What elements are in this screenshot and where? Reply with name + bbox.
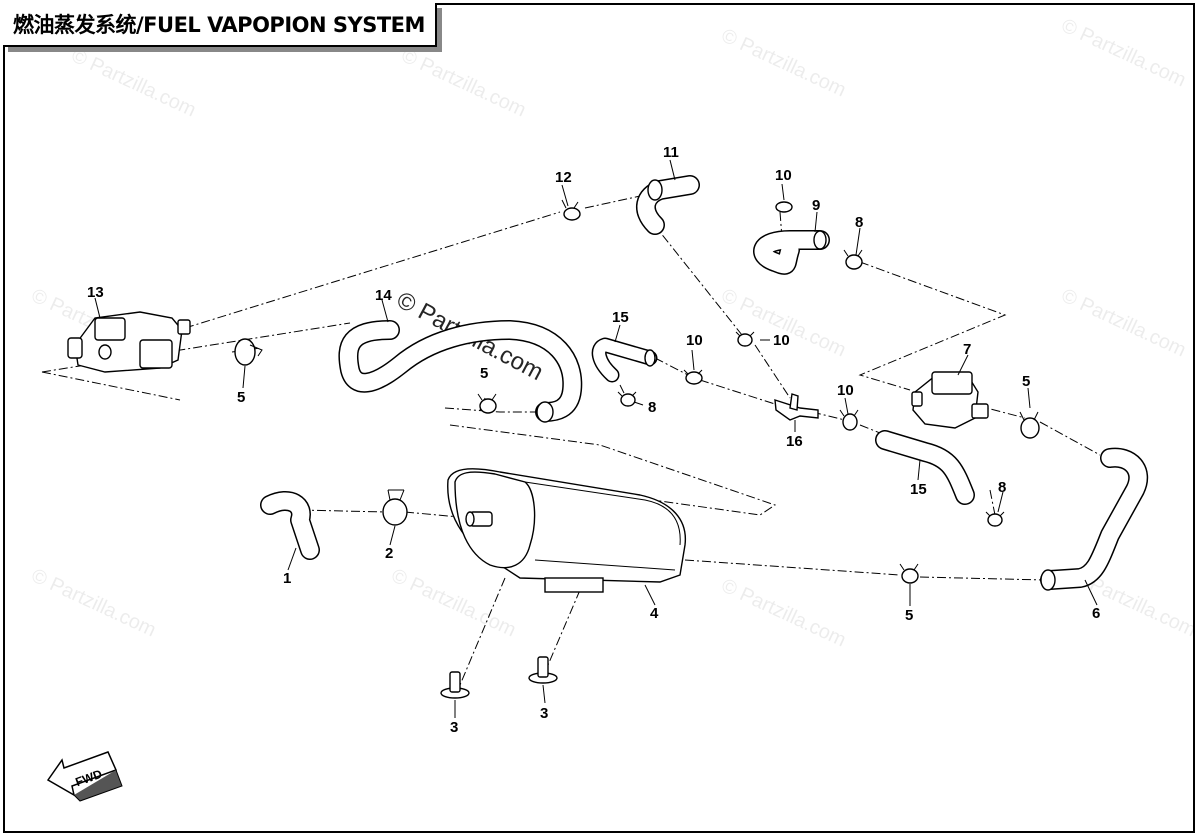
callout-5: 5	[237, 389, 245, 406]
callout-9: 9	[812, 197, 820, 214]
callout-15: 15	[612, 309, 629, 326]
callout-8: 8	[998, 479, 1006, 496]
callout-3: 3	[540, 705, 548, 722]
assembly-lines	[41, 194, 1101, 686]
watermark: © Partzilla.com	[68, 45, 199, 122]
watermark: © Partzilla.com	[718, 285, 849, 362]
callout-4: 4	[650, 605, 659, 622]
hose-1[interactable]	[260, 491, 320, 560]
clamp-12[interactable]	[561, 199, 581, 221]
callout-10: 10	[837, 382, 854, 399]
watermark: © Partzilla.com	[28, 565, 159, 642]
clamp-8-right[interactable]	[985, 511, 1005, 527]
watermark: © Partzilla.com	[1058, 15, 1189, 92]
callout-10: 10	[775, 167, 792, 184]
callout-15: 15	[910, 481, 927, 498]
hose-9[interactable]	[753, 230, 830, 275]
screw-3-right[interactable]	[528, 656, 558, 684]
title-box: 燃油蒸发系统/FUEL VAPOPION SYSTEM	[3, 3, 437, 47]
watermark: © Partzilla.com	[718, 25, 849, 102]
solenoid-valve-13[interactable]	[67, 311, 191, 373]
callout-7: 7	[963, 341, 971, 358]
callout-5: 5	[1022, 373, 1030, 390]
clamp-10-center[interactable]	[683, 369, 703, 385]
page-title: 燃油蒸发系统/FUEL VAPOPION SYSTEM	[13, 13, 425, 37]
callout-11: 11	[663, 144, 679, 161]
callout-6: 6	[1092, 605, 1100, 622]
hose-15-upper[interactable]	[591, 337, 658, 383]
solenoid-valve-7[interactable]	[911, 371, 989, 429]
callout-3: 3	[450, 719, 458, 736]
callout-5: 5	[480, 365, 488, 382]
clamp-5-center[interactable]	[477, 393, 497, 414]
watermark: © Partzilla.com	[1058, 285, 1189, 362]
hose-6[interactable]	[1040, 447, 1149, 591]
callout-12: 12	[555, 169, 572, 186]
diagram-frame	[3, 3, 1195, 833]
clamp-5-left[interactable]	[234, 338, 263, 366]
charcoal-canister-4[interactable]	[447, 468, 687, 593]
watermark: © Partzilla.com	[718, 575, 849, 652]
callout-10: 10	[686, 332, 703, 349]
screw-3-left[interactable]	[440, 671, 470, 699]
hose-14[interactable]	[338, 320, 583, 423]
watermark: © Partzilla.com	[398, 45, 529, 122]
clamp-5-bottom[interactable]	[899, 563, 919, 584]
y-connector-16[interactable]	[774, 393, 819, 421]
clamp-8-center[interactable]	[617, 391, 637, 407]
callout-8: 8	[648, 399, 656, 416]
callout-16: 16	[786, 433, 803, 450]
clamp-10-top[interactable]	[775, 201, 793, 213]
hose-11[interactable]	[636, 175, 700, 235]
callout-2: 2	[385, 545, 393, 562]
clamp-2[interactable]	[382, 489, 408, 526]
callout-5: 5	[905, 607, 913, 624]
callout-1: 1	[283, 570, 291, 587]
callout-labels: 12 11 10 9 8 13 14 5 5 15 10 10 8 7 5 10…	[87, 144, 1100, 736]
forward-arrow-icon: FWD	[46, 751, 123, 802]
callout-10: 10	[773, 332, 790, 349]
watermark: © Partzilla.com	[388, 565, 519, 642]
callout-8: 8	[855, 214, 863, 231]
hose-15-lower[interactable]	[875, 430, 975, 505]
callout-13: 13	[87, 284, 104, 301]
callout-14: 14	[375, 287, 392, 304]
clamp-5-right[interactable]	[1019, 411, 1040, 439]
clamp-8-top[interactable]	[843, 249, 863, 270]
clamp-10-mid[interactable]	[735, 331, 755, 347]
clamp-10-right[interactable]	[839, 409, 859, 431]
leader-lines	[94, 159, 1098, 718]
